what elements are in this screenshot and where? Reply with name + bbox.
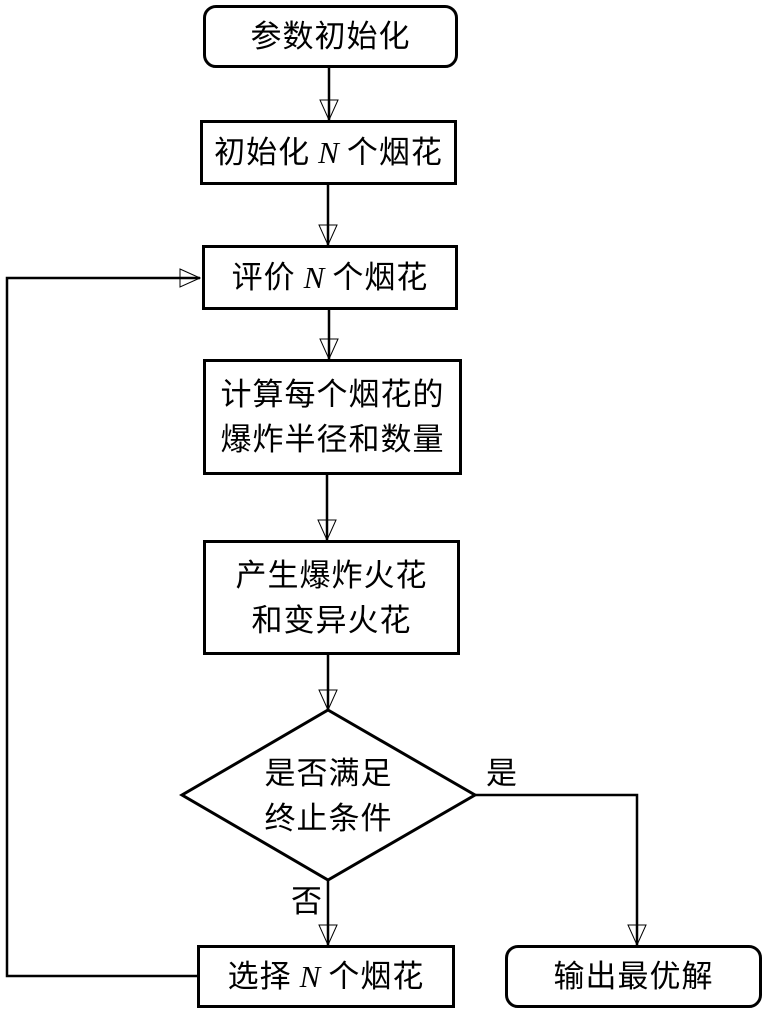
edge-label-yes: 是 <box>486 756 517 791</box>
node-select-fireworks-prefix: 选择 <box>227 959 292 994</box>
edge-select-loop-to-evaluate <box>5 278 200 978</box>
node-decision-line1: 是否满足 <box>264 756 393 791</box>
node-evaluate-var: N <box>303 260 325 295</box>
node-init-fireworks-suffix: 个烟花 <box>346 135 443 170</box>
node-decision-line2: 终止条件 <box>264 801 393 836</box>
node-init-fireworks-prefix: 初始化 <box>214 135 311 170</box>
node-calc-radius: 计算每个烟花的 爆炸半径和数量 <box>203 359 462 475</box>
node-generate-sparks-line2: 和变异火花 <box>251 602 412 638</box>
node-calc-radius-line2: 爆炸半径和数量 <box>220 422 445 457</box>
node-calc-radius-line1: 计算每个烟花的 <box>220 377 445 412</box>
node-output-best-label: 输出最优解 <box>553 959 714 994</box>
node-select-fireworks-var: N <box>299 959 321 994</box>
node-evaluate-prefix: 评价 <box>231 260 296 295</box>
node-select-fireworks-suffix: 个烟花 <box>328 959 425 994</box>
node-init-params-label: 参数初始化 <box>250 19 411 54</box>
node-init-fireworks-var: N <box>318 135 339 170</box>
node-evaluate-suffix: 个烟花 <box>332 260 429 295</box>
node-generate-sparks-line1: 产生爆炸火花 <box>235 557 428 593</box>
edge-label-no: 否 <box>291 884 322 919</box>
node-generate-sparks: 产生爆炸火花 和变异火花 <box>203 540 460 655</box>
node-decision: 是否满足 终止条件 <box>182 712 475 880</box>
edge-decision-yes-to-output <box>475 793 637 945</box>
node-init-params: 参数初始化 <box>203 5 458 68</box>
node-output-best: 输出最优解 <box>505 945 762 1008</box>
